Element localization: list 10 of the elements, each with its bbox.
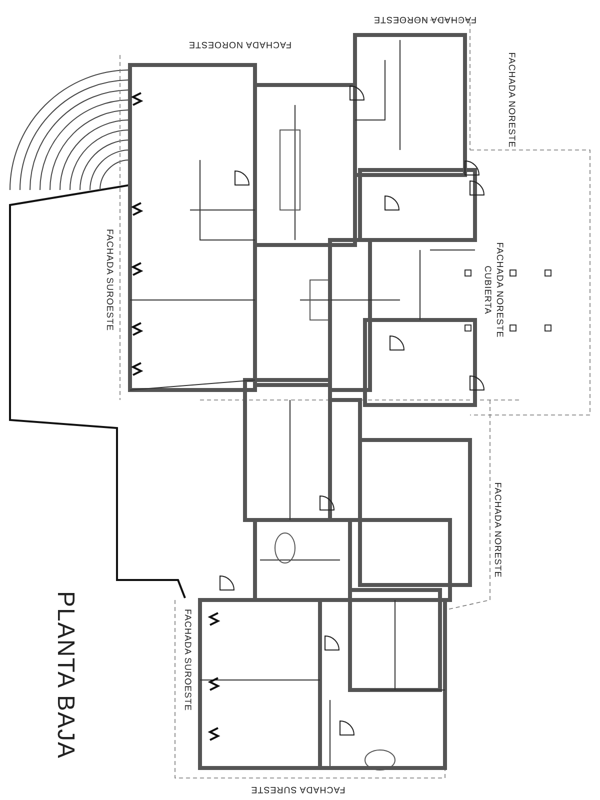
facade-label: FACHADA NOROESTE	[188, 40, 292, 50]
facade-label: FACHADA NORESTE	[507, 52, 517, 148]
facade-label: FACHADA SUROESTE	[183, 608, 193, 712]
facade-label: FACHADA SURESTE	[250, 785, 346, 795]
plan-title: PLANTA BAJA	[51, 591, 79, 759]
facade-label: FACHADA NORESTE	[495, 242, 505, 338]
facade-label: FACHADA NOROESTE	[373, 15, 477, 25]
facade-label: CUBIERTA	[483, 266, 493, 314]
facade-label: FACHADA NORESTE	[493, 482, 503, 578]
facade-label: FACHADA SUROESTE	[105, 228, 115, 332]
